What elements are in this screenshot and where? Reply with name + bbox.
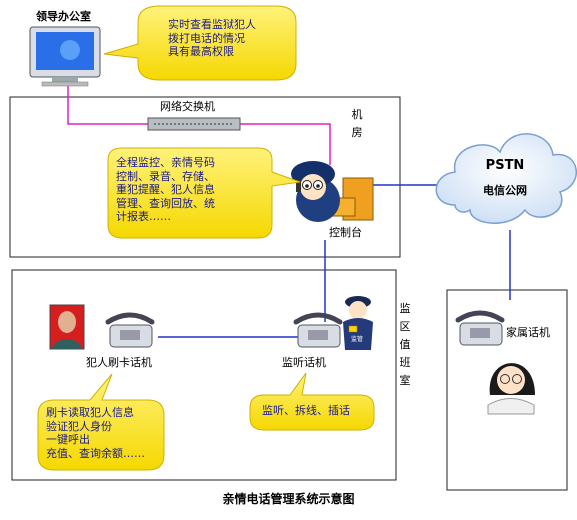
callout-line: 一键呼出 xyxy=(46,433,90,446)
console-callout-text: 全程监控、亲情号码 控制、录音、存储、 重犯提醒、犯人信息 管理、查询回放、统 … xyxy=(116,156,215,224)
callout-line: 监听、拆线、插话 xyxy=(262,404,350,417)
monitor-area-char: 班 xyxy=(399,356,411,369)
monitor-area-frame xyxy=(11,269,397,481)
family-member-icon xyxy=(487,363,535,415)
family-phone-label: 家属话机 xyxy=(506,326,550,339)
monitor-phone-icon xyxy=(293,312,343,348)
network-switch-label: 网络交换机 xyxy=(160,100,215,113)
monitor-area-char: 值 xyxy=(399,338,411,351)
callout-line: 计报表…… xyxy=(116,210,171,223)
leader-office-label: 领导办公室 xyxy=(36,10,91,23)
callout-line: 充值、查询余额…… xyxy=(46,446,145,460)
console-label: 控制台 xyxy=(329,226,362,239)
blue-connection xyxy=(158,184,511,338)
machine-room-frame xyxy=(9,96,401,258)
card-phone-label: 犯人刷卡话机 xyxy=(86,356,152,369)
callout-line: 控制、录音、存储、 xyxy=(116,169,215,183)
network-switch-icon xyxy=(147,117,241,131)
callout-line: 具有最高权限 xyxy=(168,45,234,58)
callout-line: 实时查看监狱犯人 xyxy=(168,18,256,31)
family-frame xyxy=(446,289,568,491)
machine-room-char: 房 xyxy=(351,126,363,139)
police-guard-icon xyxy=(343,296,373,350)
console-operator-icon xyxy=(291,161,374,222)
monitor-phone-label: 监听话机 xyxy=(282,356,326,369)
police-badge-label: 监管 xyxy=(351,336,364,343)
family-phone-icon xyxy=(455,310,505,346)
monitor-callout-bubble xyxy=(249,372,375,431)
monitor-area-char: 监 xyxy=(399,302,411,315)
callout-line: 拨打电话的情况 xyxy=(168,31,245,45)
callout-line: 重犯提醒、犯人信息 xyxy=(116,183,215,196)
callout-line: 验证犯人身份 xyxy=(46,419,112,433)
leader-callout-bubble xyxy=(103,5,297,81)
computer-monitor-icon xyxy=(29,26,101,87)
callout-line: 刷卡读取犯人信息 xyxy=(46,406,134,419)
monitor-area-label: 监 区 值 班 室 xyxy=(396,300,414,390)
monitor-area-char: 室 xyxy=(399,374,411,387)
machine-room-label: 机 房 xyxy=(350,106,364,142)
telecom-label: 电信公网 xyxy=(483,184,527,197)
monitor-callout-text: 监听、拆线、插话 xyxy=(262,404,350,418)
card-phone-icon xyxy=(105,312,155,348)
card-phone-callout-text: 刷卡读取犯人信息 验证犯人身份 一键呼出 充值、查询余额…… xyxy=(46,406,145,460)
console-callout-bubble xyxy=(107,147,301,239)
diagram-title: 亲情电话管理系统示意图 xyxy=(222,492,355,506)
callout-line: 全程监控、亲情号码 xyxy=(116,156,215,169)
inmate-photo xyxy=(49,304,85,350)
pstn-cloud-icon xyxy=(435,133,577,224)
pstn-label: PSTN xyxy=(485,158,525,173)
leader-callout-text: 实时查看监狱犯人 拨打电话的情况 具有最高权限 xyxy=(168,18,256,59)
card-phone-callout-bubble xyxy=(37,373,165,471)
callout-line: 管理、查询回放、统 xyxy=(116,196,215,210)
magenta-connection xyxy=(67,82,331,165)
machine-room-char: 机 xyxy=(351,108,363,121)
monitor-area-char: 区 xyxy=(399,320,411,333)
